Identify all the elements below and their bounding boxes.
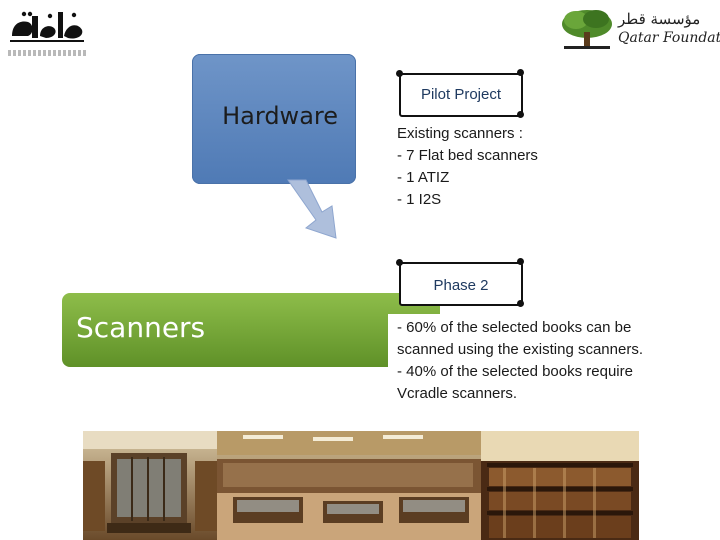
- tag-pin: [396, 70, 403, 77]
- tag-pin: [396, 259, 403, 266]
- tag-pin: [517, 111, 524, 118]
- library-photo-2: [217, 431, 481, 540]
- pilot-line: - 7 Flat bed scanners: [397, 147, 538, 164]
- pilot-line: Existing scanners :: [397, 125, 523, 142]
- hardware-box: [192, 54, 356, 184]
- scanners-box: [62, 293, 440, 367]
- pilot-line: - 1 ATIZ: [397, 169, 450, 186]
- phase2-line: scanned using the existing scanners.: [397, 341, 643, 358]
- library-photo-strip: [83, 431, 639, 540]
- library-photo-1: [83, 431, 217, 540]
- logo-arabic-name: مؤسسة قطر: [618, 10, 701, 28]
- library-photo-3: [481, 431, 639, 540]
- phase2-line: - 60% of the selected books can be: [397, 319, 632, 336]
- phase2-text-panel: [388, 314, 688, 410]
- tree-icon: [562, 10, 612, 49]
- tag-pin: [517, 300, 524, 307]
- thaqafa-logo-mark: [10, 11, 84, 42]
- pilot-project-details: Existing scanners : - 7 Flat bed scanner…: [397, 123, 597, 211]
- tag-pin: [517, 258, 524, 265]
- pilot-line: - 1 I2S: [397, 191, 442, 208]
- qatar-foundation-logo: مؤسسة قطر Qatar Foundation: [556, 8, 720, 52]
- hardware-label: Hardware: [222, 102, 338, 130]
- phase2-line: Vcradle scanners.: [397, 385, 518, 402]
- pilot-text-panel: [388, 120, 560, 220]
- pilot-project-tag: Pilot Project: [399, 73, 523, 117]
- tag-pin: [517, 69, 524, 76]
- logo-english-name: Qatar Foundation: [618, 30, 720, 46]
- phase2-line: - 40% of the selected books require: [397, 363, 633, 380]
- arrow-down-right-icon: [287, 179, 337, 239]
- logo-tagline: [8, 50, 86, 56]
- scanners-label: Scanners: [76, 311, 206, 344]
- phase-2-details: - 60% of the selected books can be scann…: [397, 317, 687, 405]
- phase-2-tag: Phase 2: [399, 262, 523, 306]
- thaqafa-logo: [4, 6, 88, 60]
